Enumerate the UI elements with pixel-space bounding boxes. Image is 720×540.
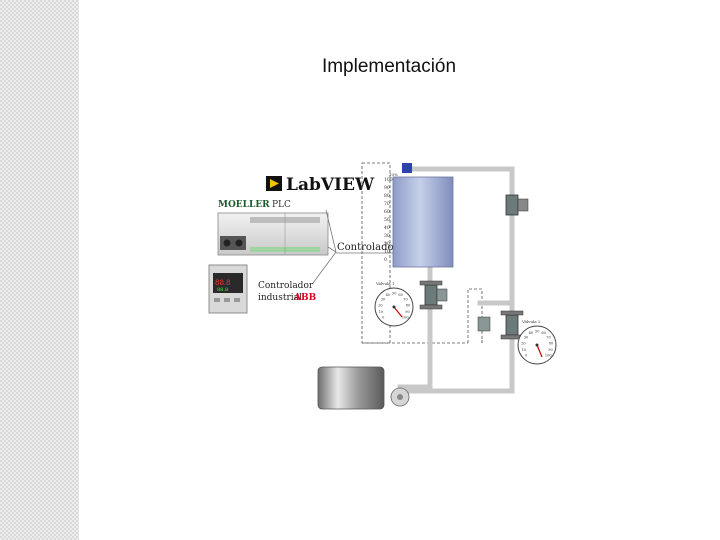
svg-text:88.8: 88.8 <box>215 279 231 287</box>
svg-text:40: 40 <box>384 225 390 231</box>
svg-text:90: 90 <box>384 185 390 191</box>
gauge-tick-label: 20 <box>378 303 382 307</box>
flow-meter <box>505 194 529 216</box>
controller-connectors <box>312 209 337 284</box>
gauge-tick-label: 10 <box>522 348 526 352</box>
gauge-tick-label: 60 <box>398 293 402 297</box>
abb-brand: ABB <box>293 293 317 303</box>
gauge-tick-label: 60 <box>541 331 545 335</box>
gauge-tick-label: 70 <box>546 335 550 339</box>
gauge-tick-label: 0 <box>382 315 384 319</box>
gauge-tick-label: 10 <box>379 310 383 314</box>
moeller-brand: MOELLER <box>218 200 270 210</box>
valve-1 <box>419 280 448 310</box>
abb-label-line1: Controlador <box>258 281 314 291</box>
moeller-plc: MOELLER PLC <box>217 200 329 256</box>
level-sensor-icon <box>402 163 412 173</box>
svg-text:80: 80 <box>384 193 390 199</box>
gauge-2-label: Válvula 2 <box>521 319 541 324</box>
svg-text:10: 10 <box>384 249 390 255</box>
gauge-tick-label: 100 <box>402 315 409 319</box>
process-control-diagram: LabVIEW MOELLER PLC 88.8 88.8 Controlado… <box>208 162 557 410</box>
valve-2 <box>477 310 524 340</box>
plc-label: PLC <box>272 200 291 210</box>
tank <box>392 176 454 268</box>
decorative-side-strip <box>0 0 79 540</box>
gauge-tick-label: 40 <box>386 293 390 297</box>
gauge-tick-label: 50 <box>392 292 396 296</box>
gauge-tick-label: 90 <box>548 348 552 352</box>
gauge-tick-label: 90 <box>405 310 409 314</box>
gauge-tick-label: 80 <box>406 303 410 307</box>
abb-controller: 88.8 88.8 Controlador industrial ABB <box>208 264 317 314</box>
gauge-1-label: Válvula 1 <box>375 281 395 286</box>
gauge-tick-label: 30 <box>381 297 385 301</box>
tank-scale: 100 90 80 70 60 50 40 30 20 10 0 <box>384 177 393 263</box>
gauge-tick-label: 70 <box>403 297 407 301</box>
gauge-tick-label: 30 <box>524 335 528 339</box>
gauge-tick-label: 100 <box>545 353 552 357</box>
svg-text:60: 60 <box>384 209 390 215</box>
svg-text:30: 30 <box>384 233 390 239</box>
tank-top-label: 10% <box>389 172 398 177</box>
gauge-tick-label: 40 <box>529 331 533 335</box>
svg-text:100: 100 <box>384 177 393 183</box>
gauge-tick-label: 50 <box>535 330 539 334</box>
reservoir-tank <box>317 366 385 410</box>
controller-label: Controlador <box>337 242 399 253</box>
slide-title: Implementación <box>321 56 457 77</box>
svg-text:20: 20 <box>384 241 390 247</box>
gauge-tick-label: 80 <box>549 341 553 345</box>
abb-label-line2: industrial <box>258 293 302 303</box>
svg-text:0: 0 <box>384 257 387 263</box>
svg-text:70: 70 <box>384 201 390 207</box>
dashed-control-loop <box>361 162 483 344</box>
labview-text: LabVIEW <box>286 175 375 195</box>
gauge-tick-label: 0 <box>525 353 527 357</box>
svg-text:50: 50 <box>384 217 390 223</box>
pump <box>390 387 410 407</box>
gauge-tick-label: 20 <box>521 341 525 345</box>
labview-logo: LabVIEW <box>266 175 375 195</box>
svg-text:88.8: 88.8 <box>217 287 228 293</box>
